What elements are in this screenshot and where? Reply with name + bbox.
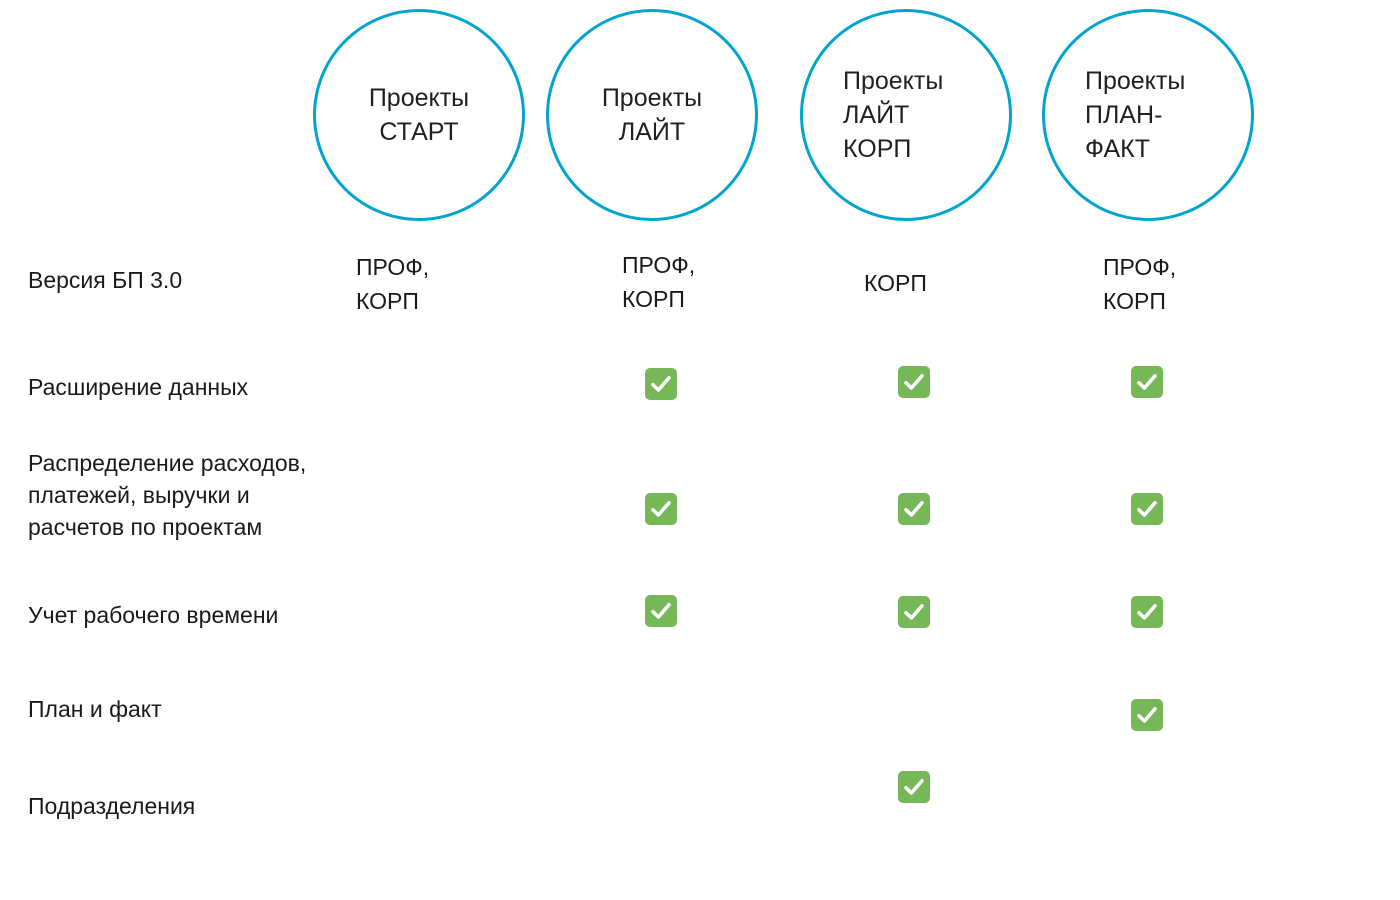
row-label-plan-fact: План и факт bbox=[28, 696, 162, 722]
check-mark-icon bbox=[645, 493, 677, 525]
check-mark-icon bbox=[898, 366, 930, 398]
check-mark-icon bbox=[1131, 699, 1163, 731]
check-mark-icon bbox=[898, 493, 930, 525]
column-circle-start: Проекты СТАРТ bbox=[313, 9, 525, 221]
cell-version-lite-korp: КОРП bbox=[864, 270, 927, 296]
column-circle-plan-fact: Проекты ПЛАН- ФАКТ bbox=[1042, 9, 1254, 221]
column-circle-label: Проекты ПЛАН- ФАКТ bbox=[1085, 67, 1186, 163]
check-mark-icon bbox=[1131, 493, 1163, 525]
cell-version-lite: ПРОФ, КОРП bbox=[622, 252, 696, 312]
column-circle-label: Проекты ЛАЙТ КОРП bbox=[843, 67, 944, 163]
check-mark-icon bbox=[645, 368, 677, 400]
cell-version-plan-fact: ПРОФ, КОРП bbox=[1103, 254, 1177, 314]
row-label-time-tracking: Учет рабочего времени bbox=[28, 602, 279, 628]
cell-version-start: ПРОФ, КОРП bbox=[356, 254, 430, 314]
row-label-subdivisions: Подразделения bbox=[28, 793, 196, 819]
row-label-allocation: Распределение расходов, платежей, выручк… bbox=[28, 450, 307, 540]
row-label-data-extension: Расширение данных bbox=[28, 374, 249, 400]
check-mark-icon bbox=[645, 595, 677, 627]
column-circle-label: Проекты ЛАЙТ bbox=[601, 84, 703, 146]
column-circle-label: Проекты СТАРТ bbox=[368, 84, 470, 146]
check-mark-icon bbox=[898, 771, 930, 803]
column-circle-lite-korp: Проекты ЛАЙТ КОРП bbox=[800, 9, 1012, 221]
check-mark-icon bbox=[1131, 366, 1163, 398]
row-label-version: Версия БП 3.0 bbox=[28, 267, 183, 293]
check-mark-icon bbox=[1131, 596, 1163, 628]
check-mark-icon bbox=[898, 596, 930, 628]
column-circle-lite: Проекты ЛАЙТ bbox=[546, 9, 758, 221]
